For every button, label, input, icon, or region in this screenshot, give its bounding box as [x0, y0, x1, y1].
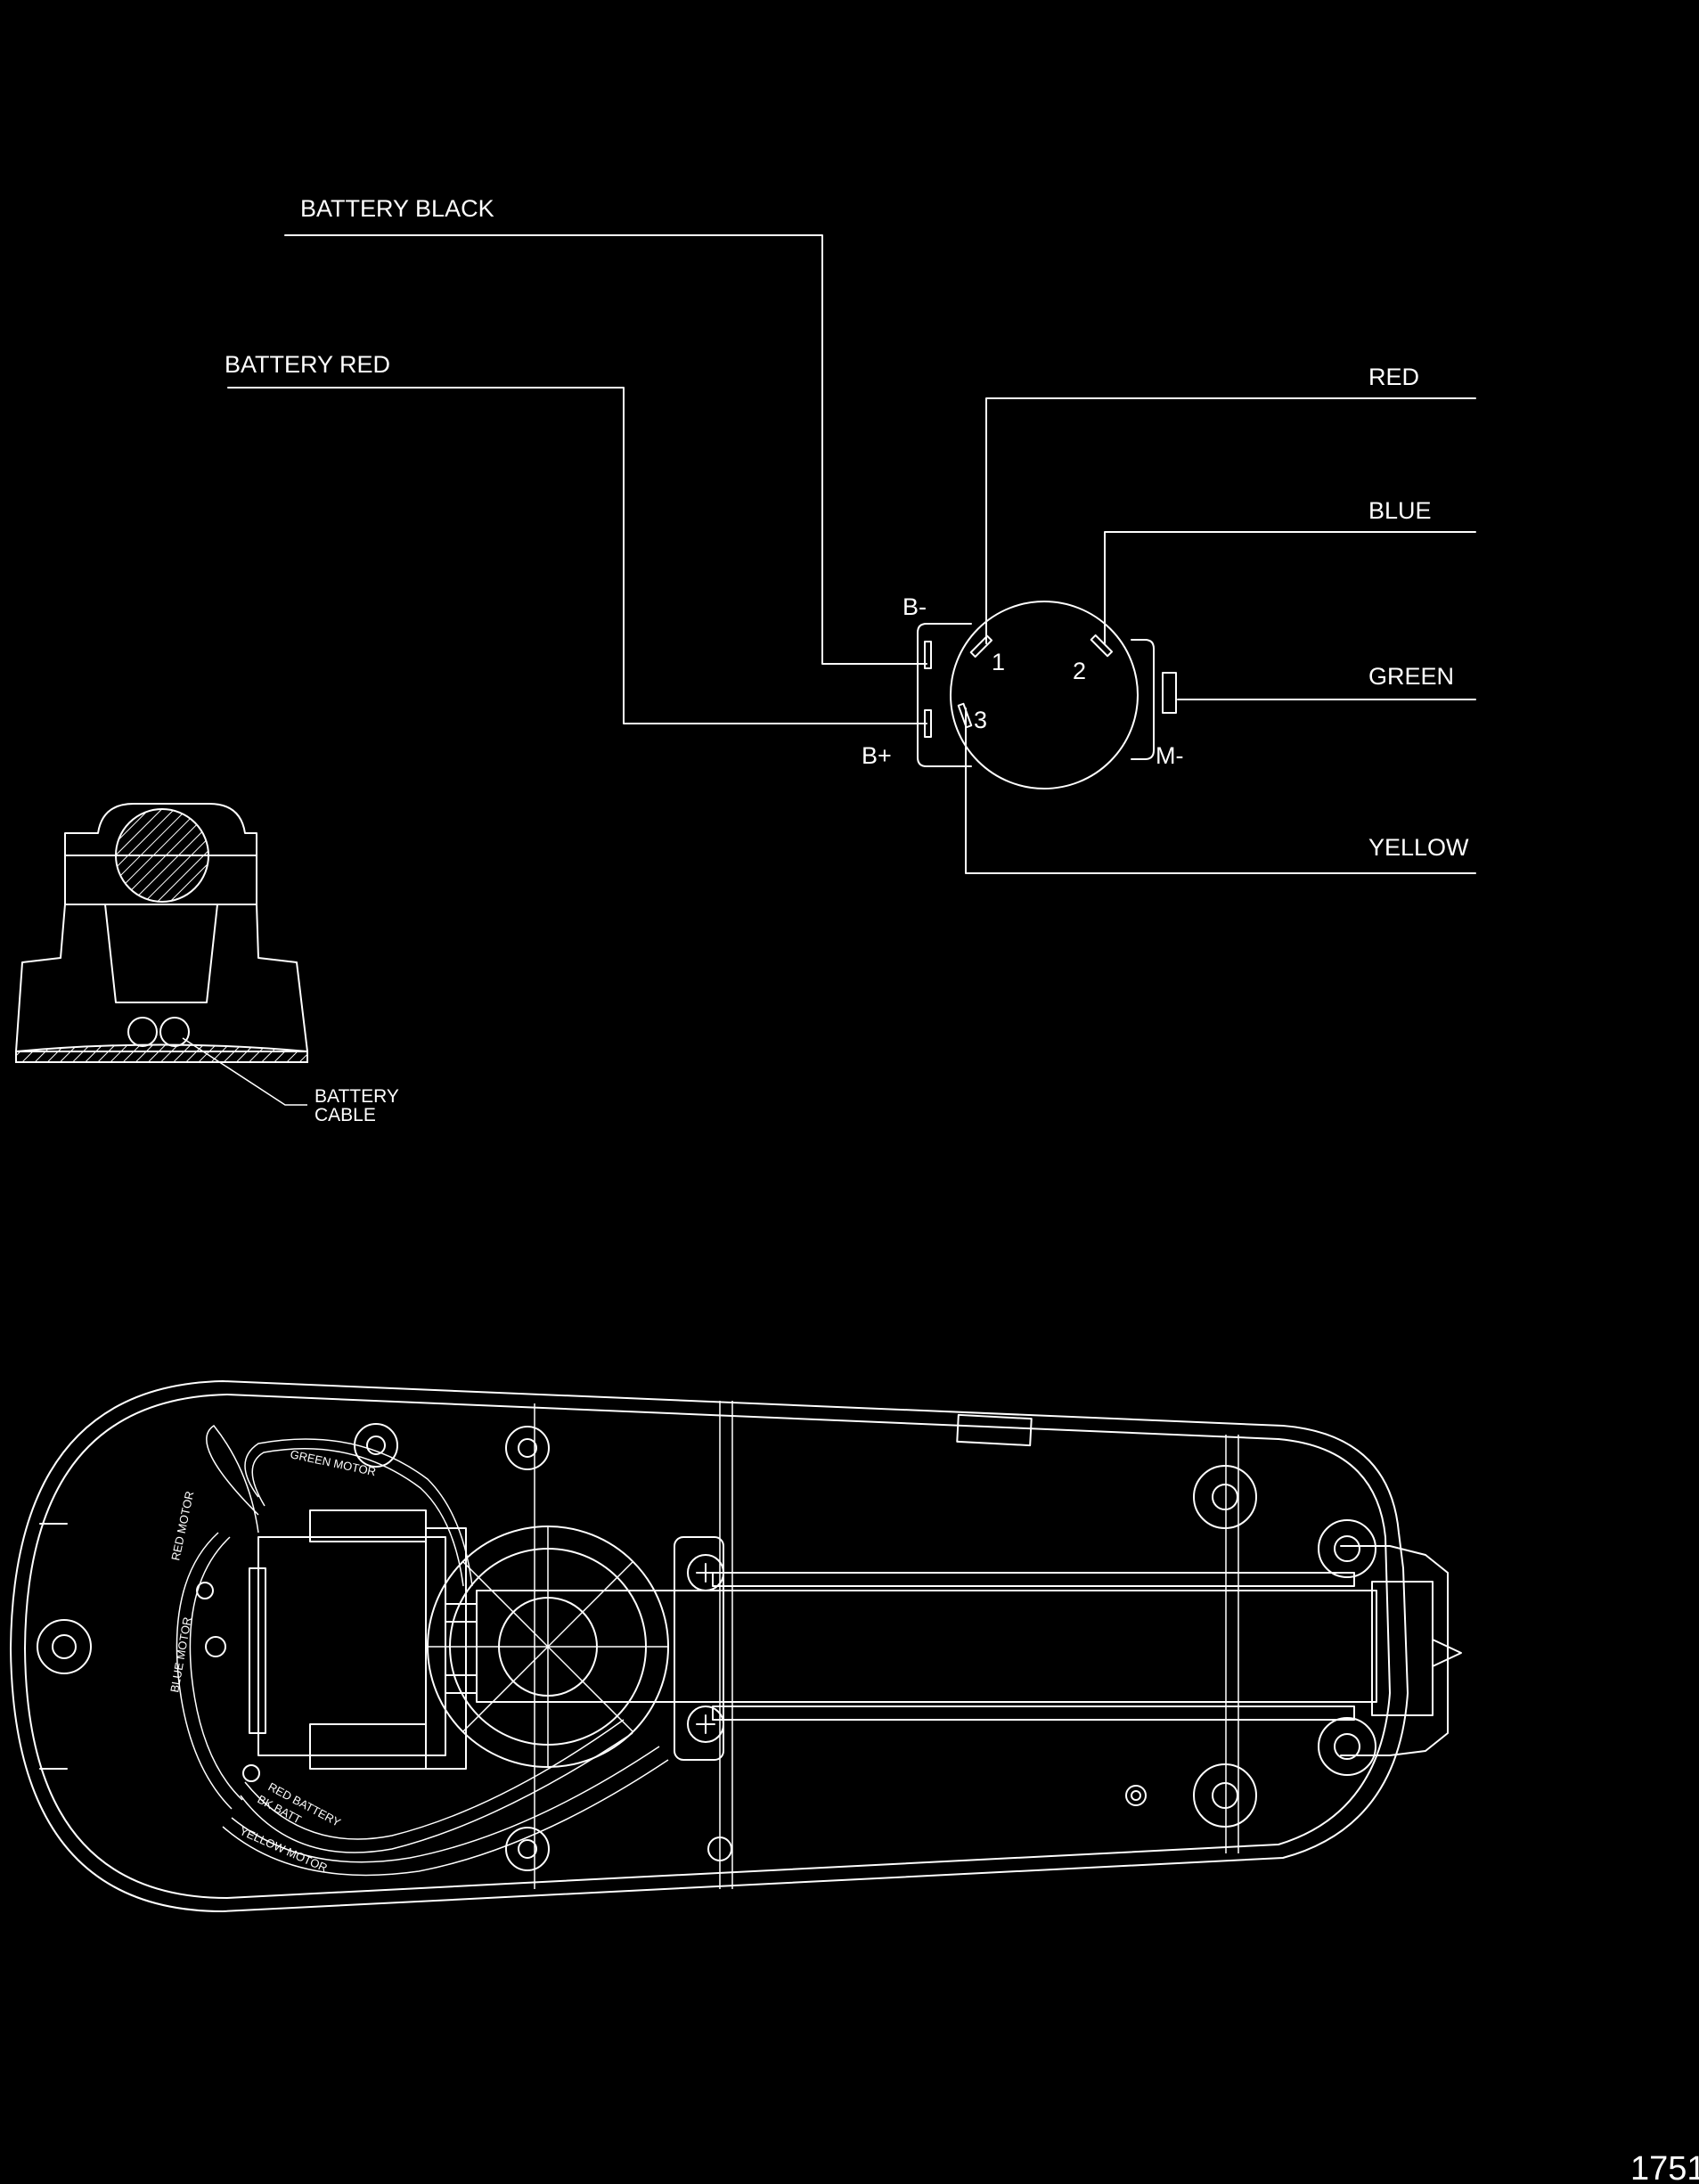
- mount-boss: [505, 1827, 550, 1871]
- m-minus-label: M-: [1156, 742, 1183, 769]
- screw-icon: [687, 1554, 724, 1591]
- housing-outer: [10, 1380, 1409, 1912]
- cable-conductor: [127, 1017, 158, 1047]
- battery-cable-label-2: CABLE: [314, 1105, 376, 1125]
- red-wire: [985, 397, 1476, 644]
- mount-boss: [1318, 1717, 1376, 1776]
- battery-cable-label-1: BATTERY: [314, 1086, 399, 1107]
- red-label: RED: [1368, 364, 1419, 390]
- green-motor-label: GREEN MOTOR: [289, 1447, 377, 1478]
- motor-housing: GREEN MOTOR RED MOTOR BLUE MOTOR RED BAT…: [10, 1380, 1462, 1912]
- cable-leader: [182, 1037, 307, 1106]
- battery-cable-detail: BATTERY CABLE: [15, 803, 399, 1125]
- yellow-wire: [965, 708, 1476, 874]
- pin-2-label: 2: [1073, 658, 1086, 684]
- yellow-label: YELLOW: [1368, 834, 1469, 861]
- blue-label: BLUE: [1368, 497, 1432, 524]
- tube-section: [115, 808, 209, 903]
- screw-icon: [687, 1705, 724, 1743]
- green-label: GREEN: [1368, 663, 1454, 690]
- housing-inner: [24, 1394, 1391, 1899]
- mount-boss: [1318, 1519, 1376, 1578]
- battery-red-wire: [227, 387, 927, 724]
- yellow-motor-label: YELLOW MOTOR: [238, 1824, 330, 1875]
- figure-number: 17511: [1630, 2150, 1699, 2184]
- red-motor-label: RED MOTOR: [168, 1490, 196, 1562]
- battery-red-label: BATTERY RED: [225, 351, 390, 378]
- mount-boss: [1193, 1763, 1257, 1828]
- battery-black-wire: [284, 234, 927, 665]
- pin-3-label: 3: [974, 707, 987, 733]
- mount-boss: [354, 1423, 398, 1468]
- switch-schematic: BATTERY BLACK BATTERY RED RED BLUE GREEN…: [225, 195, 1476, 874]
- battery-black-label: BATTERY BLACK: [300, 195, 494, 222]
- pin-1-label: 1: [992, 649, 1005, 675]
- b-minus-label: B-: [903, 593, 927, 620]
- b-plus-label: B+: [862, 742, 892, 769]
- switch-block: [257, 1536, 446, 1756]
- mount-boss: [1193, 1465, 1257, 1529]
- mount-boss: [505, 1426, 550, 1470]
- blue-wire: [1104, 531, 1476, 644]
- cable-conductor: [159, 1017, 190, 1047]
- wire-harness: [176, 1424, 669, 1877]
- switch-body: [917, 601, 1177, 789]
